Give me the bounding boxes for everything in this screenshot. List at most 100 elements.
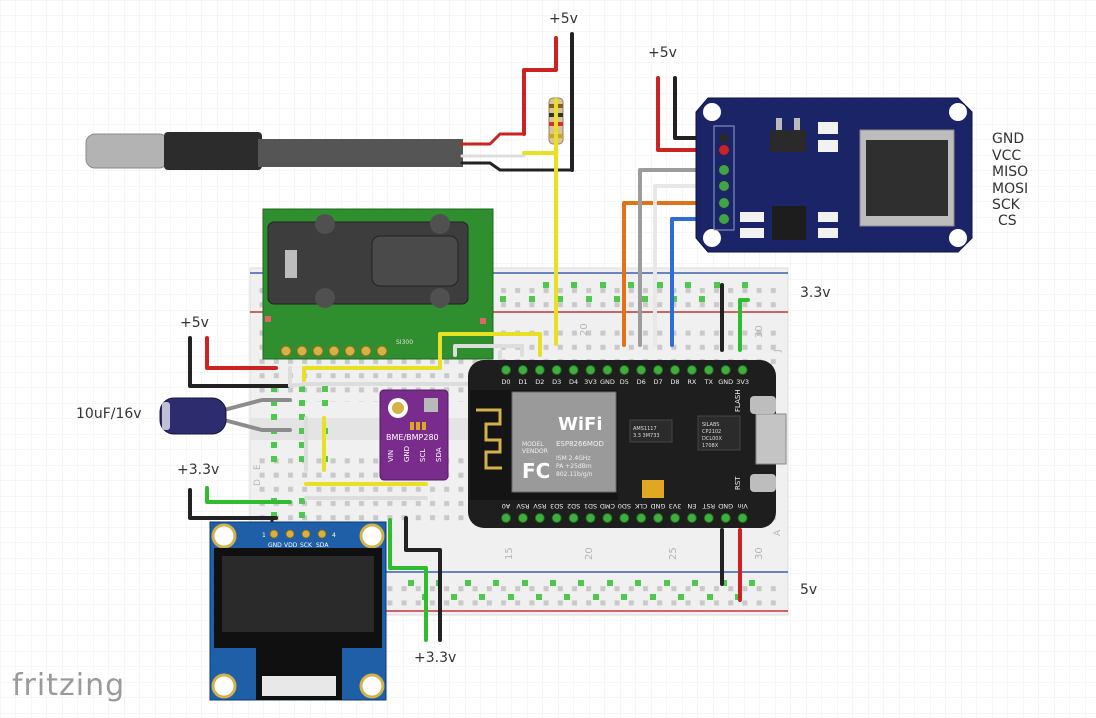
nodemcu-top-pin-hole — [534, 365, 545, 375]
nodemcu-top-pin-label: D4 — [569, 378, 578, 386]
label-plus5v-left: +5v — [180, 315, 209, 331]
sd-pin-sck: SCK — [992, 197, 1020, 213]
nodemcu-top-pin-hole — [636, 365, 647, 375]
fritzing-logo: fritzing — [12, 668, 126, 703]
nodemcu-bottom-pin-hole — [534, 513, 545, 523]
nodemcu-bottom-pin-hole — [602, 513, 613, 523]
flash-button-label: FLASH — [734, 389, 742, 412]
nodemcu-top-pin-label: RX — [687, 378, 697, 386]
nodemcu-bottom-pin-label: A0 — [502, 502, 511, 510]
nodemcu-bottom-pin-hole — [703, 513, 714, 523]
nodemcu-top-pin-label: D2 — [535, 378, 544, 386]
label-plus33v-left: +3.3v — [177, 462, 220, 478]
row-letter: A — [773, 529, 783, 536]
nodemcu-top-pin-hole — [703, 365, 714, 375]
bme-pin-scl: SCL — [419, 449, 427, 462]
bme-title: BME/BMP280 — [386, 433, 439, 442]
temperature-probe — [85, 132, 463, 170]
nodemcu-top-pin-hole — [551, 365, 562, 375]
nodemcu-bottom-pin-hole — [501, 513, 511, 523]
oled-pin-gnd: GND — [268, 542, 282, 549]
label-rail-5v: 5v — [800, 582, 818, 598]
nodemcu-top-pin-label: TX — [704, 378, 714, 386]
nodemcu-bottom-pin-label: SD1 — [584, 502, 597, 510]
nodemcu-bottom-pin-label: RSV — [533, 502, 547, 510]
bme-pin-gnd: GND — [403, 446, 411, 462]
sd-pin-miso: MISO — [992, 164, 1029, 180]
col-number: 20 — [579, 323, 590, 336]
nodemcu-top-pin-hole — [670, 365, 680, 375]
nodemcu-top-pin-hole — [501, 365, 511, 375]
col-number: 30 — [754, 325, 765, 338]
bme-pin-sda: SDA — [435, 447, 443, 462]
usb-ic-line3: DCL00X — [702, 436, 722, 442]
nodemcu-bottom-pin-label: CLK — [634, 502, 647, 510]
nodemcu-top-pin-hole — [568, 365, 579, 375]
nodemcu-top-pin-hole — [585, 365, 596, 375]
nodemcu-bottom-pin-label: 3V3 — [669, 502, 682, 510]
rst-button-label: RST — [734, 476, 742, 490]
nodemcu-bottom-pin-label: CMD — [600, 502, 615, 510]
label-plus33v-bottom: +3.3v — [414, 650, 457, 666]
nodemcu-bottom-pin-label: SD2 — [567, 502, 580, 510]
row-letter: J — [773, 349, 783, 353]
oled-pin-vdd: VDD — [284, 542, 298, 549]
sd-pin-gnd: GND — [992, 131, 1025, 147]
label-rail-33v: 3.3v — [800, 285, 831, 301]
nodemcu-top-pin-hole — [653, 365, 664, 375]
nodemcu-top-pin-label: GND — [718, 378, 733, 386]
nodemcu-top-pin-hole — [517, 365, 528, 375]
oled-pin-sck: SCK — [300, 542, 313, 549]
nodemcu-top-pin-hole — [720, 365, 731, 375]
nodemcu-bottom-pin-hole — [653, 513, 664, 523]
nodemcu-bottom-pin-hole — [670, 513, 680, 523]
ams-ic-code: 3.3 3M733 — [633, 433, 660, 439]
row-letter: D — [253, 479, 263, 486]
nodemcu-bottom-pin-hole — [551, 513, 562, 523]
nodemcu-bottom-pin-label: SD0 — [618, 502, 631, 510]
nodemcu-bottom-pin-hole — [737, 513, 748, 523]
label-plus5v-top: +5v — [549, 11, 578, 27]
sd-pin-cs: CS — [998, 213, 1017, 229]
nodemcu-top-pin-hole — [686, 365, 697, 375]
label-plus5v-sd: +5v — [648, 45, 677, 61]
capacitor — [159, 397, 227, 435]
dust-sensor-code: SI300 — [396, 339, 413, 346]
nodemcu-bottom-pin-hole — [686, 513, 697, 523]
bme280-sensor: BME/BMP280 VIN GND SCL SDA — [379, 389, 449, 481]
sd-card-module — [695, 97, 973, 253]
nodemcu-bottom-pin-label: EN — [687, 502, 696, 510]
oled-pin-num-left: 1 — [262, 532, 266, 539]
oled-display: 1 4 GND VDD SCK SDA — [209, 521, 387, 701]
nodemcu-bottom-pin-label: SD3 — [550, 502, 563, 510]
col-number: 30 — [754, 547, 765, 560]
esp-pa: PA +25dBm — [556, 463, 592, 470]
usb-ic-line2: CP2102 — [702, 429, 721, 435]
nodemcu-top-pin-label: D6 — [637, 378, 646, 386]
col-number: 25 — [668, 547, 679, 560]
nodemcu-bottom-pin-label: Vin — [737, 502, 747, 510]
nodemcu-bottom-pin-label: RST — [702, 502, 715, 510]
nodemcu-top-pin-label: D7 — [654, 378, 663, 386]
col-number: 20 — [584, 547, 595, 560]
esp-wifi-std: 802.11b/g/n — [556, 471, 593, 478]
dust-sensor: SI300 — [262, 208, 494, 360]
nodemcu-bottom-pin-hole — [568, 513, 579, 523]
nodemcu-bottom-pin-hole — [585, 513, 596, 523]
nodemcu-top-pin-label: D8 — [670, 378, 679, 386]
nodemcu-top-pin-hole — [619, 365, 630, 375]
usb-ic-line4: 1708X — [702, 443, 719, 449]
sd-pin-vcc: VCC — [992, 148, 1022, 164]
row-letter: E — [253, 464, 263, 470]
nodemcu-top-pin-label: 3V3 — [736, 378, 749, 386]
nodemcu-top-pin-label: D1 — [518, 378, 527, 386]
nodemcu-top-pin-hole — [602, 365, 613, 375]
esp-ism: ISM 2.4GHz — [556, 455, 591, 462]
nodemcu-top-pin-hole — [737, 365, 748, 375]
nodemcu-bottom-pin-label: GND — [718, 502, 733, 510]
esp-wifi-logo: WiFi — [558, 414, 603, 435]
esp-module-name: ESP8266MOD — [556, 440, 604, 448]
nodemcu-bottom-pin-label: RSV — [516, 502, 530, 510]
esp-vendor-line: VENDOR — [522, 448, 548, 455]
